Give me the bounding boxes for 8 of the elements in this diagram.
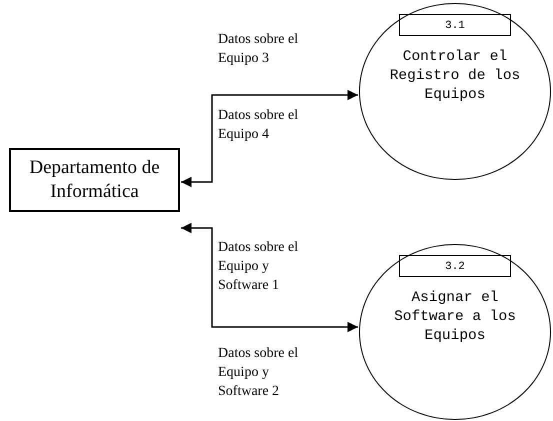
process-number: 3.1 <box>399 14 511 36</box>
process-name: Controlar el Registro de los Equipos <box>388 48 522 105</box>
data-flow-arrow <box>181 90 358 188</box>
entity-name: Departamento de Informática <box>28 156 161 204</box>
process-name: Asignar el Software a los Equipos <box>393 289 517 346</box>
entity-box <box>9 148 180 212</box>
process-number: 3.2 <box>399 255 511 277</box>
data-flow-arrow <box>181 222 358 332</box>
